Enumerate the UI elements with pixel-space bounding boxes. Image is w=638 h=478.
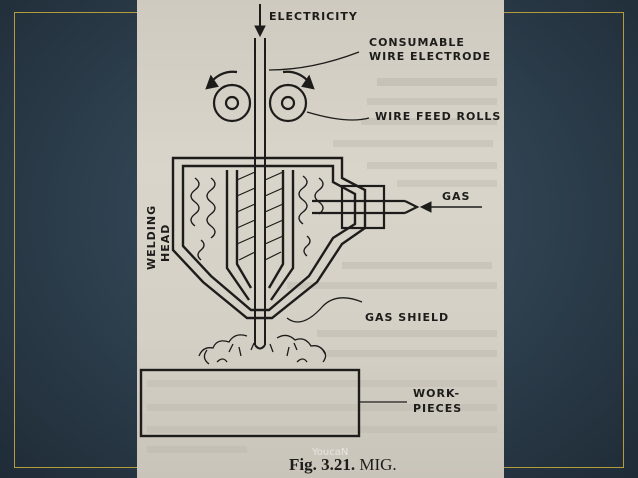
label-electricity: ELECTRICITY bbox=[269, 10, 358, 23]
caption-number: Fig. 3.21. bbox=[289, 455, 355, 474]
contact-tube-hatching bbox=[236, 171, 284, 261]
label-work: WORK- bbox=[413, 387, 460, 400]
label-gas-shield: GAS SHIELD bbox=[365, 311, 449, 324]
label-consumable: CONSUMABLE bbox=[369, 36, 465, 49]
watermark: YoucaN bbox=[312, 447, 349, 458]
electricity-arrow bbox=[254, 4, 266, 38]
gas-shield-cloud bbox=[198, 334, 327, 365]
leader-lines bbox=[268, 51, 407, 403]
label-wire-electrode: WIRE ELECTRODE bbox=[369, 50, 491, 63]
welding-head bbox=[171, 156, 367, 320]
wire-feed-rolls bbox=[205, 70, 315, 123]
bleed-through-text bbox=[147, 78, 497, 453]
gas-arrow bbox=[419, 201, 482, 213]
label-head: HEAD bbox=[159, 224, 172, 262]
mig-welding-diagram: ELECTRICITY CONSUMABLE WIRE ELECTRODE WI… bbox=[139, 4, 501, 474]
label-pieces: PIECES bbox=[413, 402, 462, 415]
gas-flow-swirls bbox=[190, 175, 324, 261]
workpiece-block bbox=[139, 368, 361, 438]
caption-title: MIG. bbox=[355, 455, 397, 474]
gas-inlet-pipe bbox=[312, 184, 420, 230]
label-wire-feed-rolls: WIRE FEED ROLLS bbox=[375, 110, 501, 123]
label-welding: WELDING bbox=[145, 205, 158, 270]
figure-caption: Fig. 3.21. MIG. bbox=[289, 455, 397, 474]
wire-electrode bbox=[254, 38, 266, 350]
label-gas: GAS bbox=[442, 190, 470, 203]
mig-diagram-photo: ELECTRICITY CONSUMABLE WIRE ELECTRODE WI… bbox=[137, 0, 504, 478]
